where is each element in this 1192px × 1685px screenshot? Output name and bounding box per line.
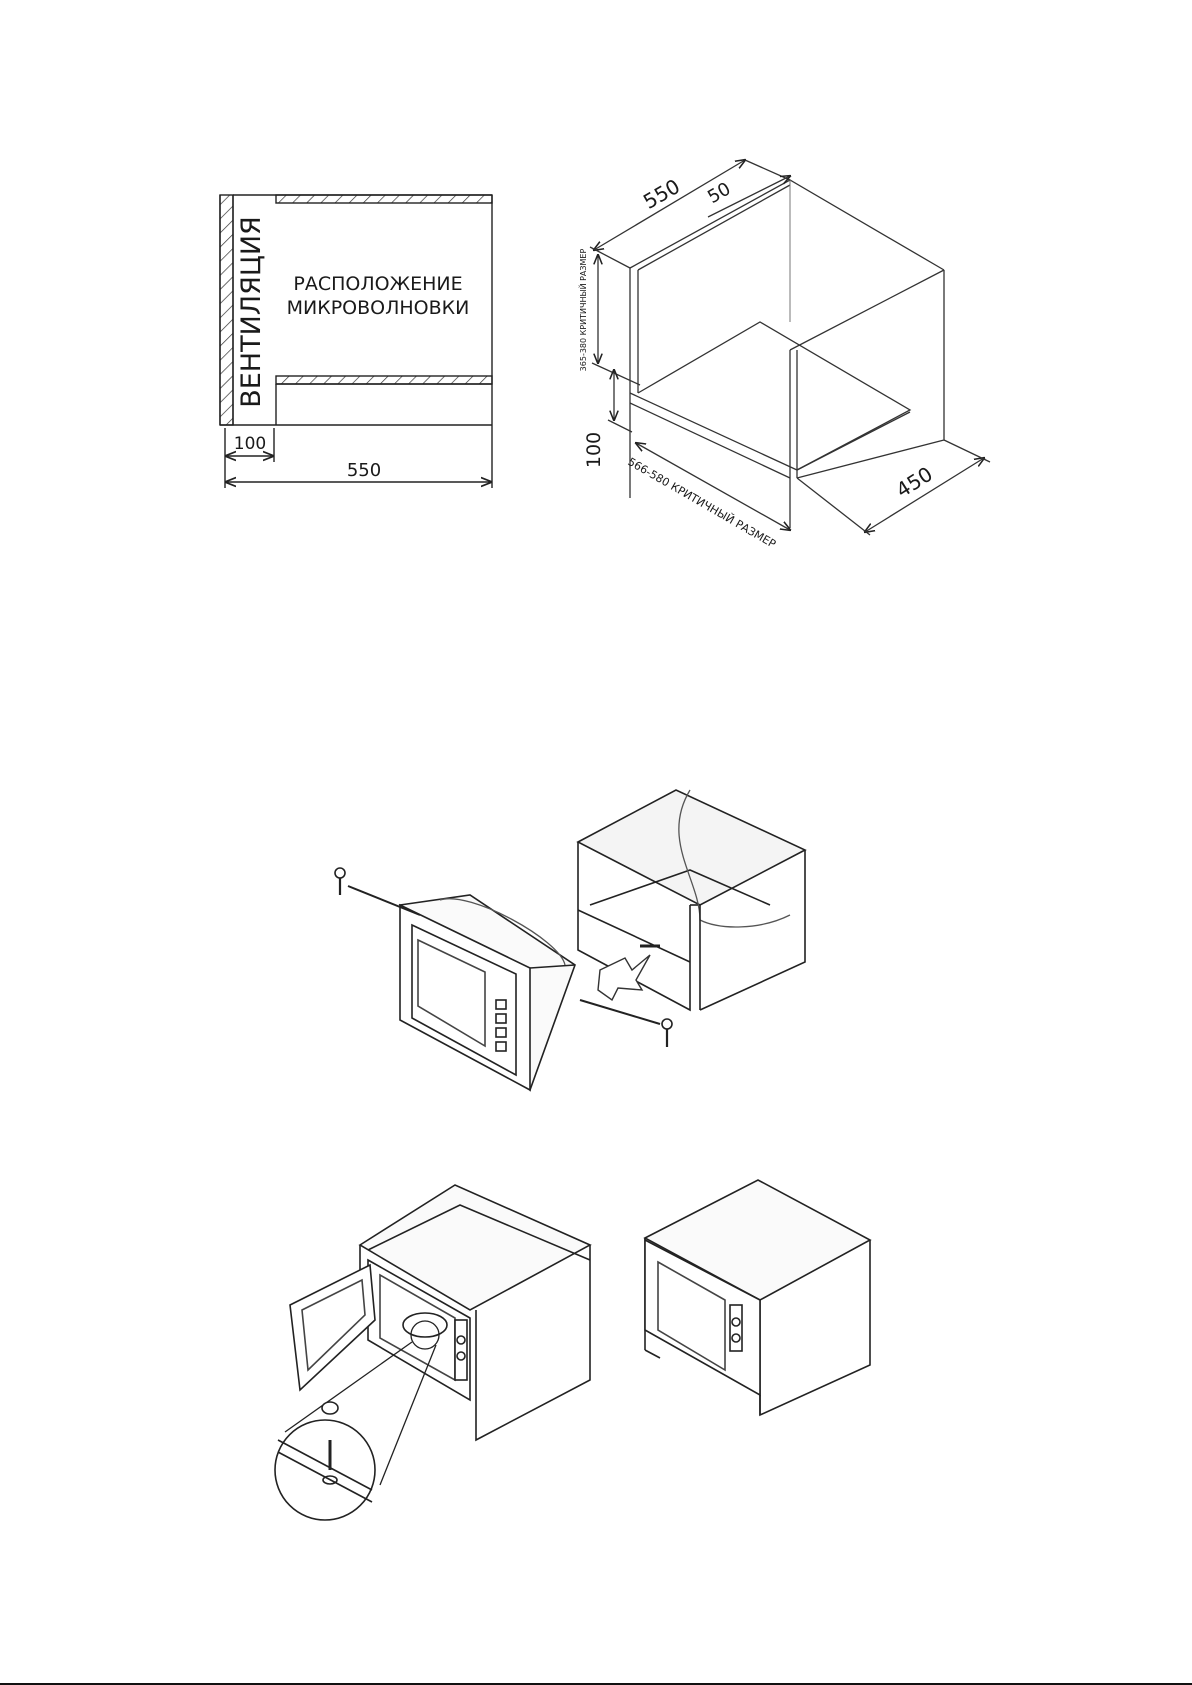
placement-label-line2: МИКРОВОЛНОВКИ <box>287 297 470 319</box>
callout-magnifier <box>275 1420 375 1520</box>
dimension-label-height: 365-380 КРИТИЧНЫЙ РАЗМЕР <box>577 249 588 372</box>
dimension-label-50: 50 <box>704 178 734 208</box>
ventilation-label: ВЕНТИЛЯЦИЯ <box>236 216 267 408</box>
dimension-label-100: 100 <box>234 434 266 454</box>
insert-direction-arrow <box>598 955 650 1000</box>
dimension-line-550-depth <box>594 160 745 250</box>
microwave-frame-illustration <box>400 895 575 1090</box>
ventilation-wall-hatch <box>220 195 233 425</box>
dimension-label-550-depth: 550 <box>639 174 684 214</box>
dimension-label-550: 550 <box>347 460 381 481</box>
dimension-label-base: 100 <box>583 432 605 468</box>
placement-label-line1: РАСПОЛОЖЕНИЕ <box>293 273 462 295</box>
screw-left <box>335 868 345 895</box>
middle-shelf-hatch <box>276 376 492 384</box>
install-step-finished <box>645 1180 870 1415</box>
install-step-fasten-microwave <box>275 1185 590 1520</box>
top-shelf-hatch <box>276 195 492 203</box>
dimension-label-450: 450 <box>892 462 937 503</box>
install-step-insert-frame <box>335 790 805 1090</box>
screw-right <box>662 1019 672 1047</box>
dimension-label-width-critical: 566-580 КРИТИЧНЫЙ РАЗМЕР <box>625 455 778 551</box>
